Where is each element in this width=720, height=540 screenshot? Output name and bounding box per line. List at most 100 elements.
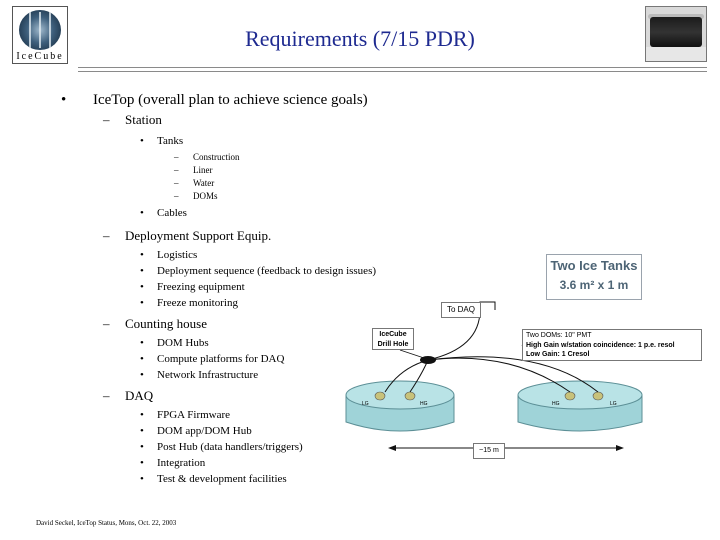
bullet-icon: •	[140, 265, 144, 277]
outline-item-label: Tanks	[157, 135, 184, 147]
outline-item-post-hub: •Post Hub (data handlers/triggers)	[125, 439, 435, 455]
outline-item-label: DOM app/DOM Hub	[157, 425, 252, 437]
bullet-icon: •	[140, 249, 144, 261]
outline-item-deployment: – Deployment Support Equip. •Logistics •…	[93, 228, 435, 311]
outline-item-counting-house: – Counting house • DOM Hubs • Compute plat…	[93, 316, 435, 383]
outline-item-label: Logistics	[157, 249, 198, 261]
outline-item-label: Liner	[193, 165, 213, 175]
doms-line-3: Low Gain: 1 Cresol	[526, 351, 590, 358]
outline-item-label: Freeze monitoring	[157, 297, 238, 309]
distance-arrow	[388, 445, 624, 451]
bullet-icon: •	[140, 297, 144, 309]
outline-item-label: Construction	[193, 152, 240, 162]
header-rule-top	[78, 67, 707, 68]
outline-item-label: Integration	[157, 457, 206, 469]
tank-photo	[645, 6, 707, 62]
outline-item-fpga: • FPGA Firmware	[125, 407, 435, 423]
outline-item-station: – Station • Tanks – Construction – Liner –…	[93, 112, 435, 221]
bullet-icon: •	[140, 409, 144, 421]
outline-item-tanks: • Tanks – Construction – Liner – Water – DOM…	[125, 133, 435, 203]
outline-item-doms: – DOMs	[157, 190, 435, 203]
dom-icon	[404, 391, 416, 401]
outline-item-freezing-equipment: • Freezing equipment	[125, 279, 435, 295]
header-rule-bottom	[78, 71, 707, 72]
outline-item-label: IceTop (overall plan to achieve science …	[93, 92, 368, 108]
outline-list: • IceTop (overall plan to achieve scienc…	[55, 92, 435, 487]
dash-icon: –	[103, 316, 110, 331]
outline-item-label: Network Infrastructure	[157, 369, 259, 381]
outline-item-dom-hubs: • DOM Hubs	[125, 335, 435, 351]
tank-pair-left: LG HG	[345, 380, 455, 432]
tank-pair-right: HG LG	[517, 380, 643, 432]
doms-line-2: High Gain w/station coincidence: 1 p.e. …	[526, 341, 675, 349]
outline-item-label: Water	[193, 178, 215, 188]
icecube-logo-art	[19, 10, 61, 50]
outline-item-label: Station	[125, 112, 162, 127]
drill-hole-line-1: IceCube	[379, 331, 407, 338]
outline-item-label: DOMs	[193, 191, 218, 201]
outline-item-label: Compute platforms for DAQ	[157, 353, 285, 365]
dash-icon: –	[174, 191, 179, 201]
dom-icon	[374, 391, 386, 401]
bullet-icon: •	[140, 425, 144, 437]
outline-item-test-dev: • Test & development facilities	[125, 471, 435, 487]
tank-label-lg-left: LG	[362, 401, 369, 407]
outline-item-label: DAQ	[125, 388, 154, 403]
bullet-icon: •	[140, 369, 144, 381]
outline-item-water: – Water	[157, 177, 435, 190]
bullet-icon: •	[140, 337, 144, 349]
outline-item-construction: – Construction	[157, 151, 435, 164]
outline-item-label: DOM Hubs	[157, 337, 209, 349]
dash-icon: –	[103, 388, 110, 403]
outline-item-liner: – Liner	[157, 164, 435, 177]
outline-item-label: Test & development facilities	[157, 473, 287, 485]
outline-item-label: Cables	[157, 207, 187, 219]
outline-item-integration: • Integration	[125, 455, 435, 471]
outline-item-network: • Network Infrastructure	[125, 367, 435, 383]
bullet-icon: •	[140, 135, 144, 147]
station-diagram: LG HG HG LG	[345, 301, 643, 451]
tanks-label-line-1: Two Ice Tanks	[550, 258, 638, 273]
outline-item-label: Deployment sequence (feedback to design …	[157, 265, 377, 277]
bullet-icon: •	[61, 92, 67, 108]
logo-text: IceCube	[16, 51, 64, 62]
outline-item-deployment-sequence: • Deployment sequence (feedback to design…	[125, 263, 435, 279]
drill-hole-line-2: Drill Hole	[377, 341, 409, 348]
tank-label-lg-right: LG	[610, 401, 617, 407]
doms-line-1: Two DOMs: 10" PMT	[526, 332, 592, 339]
outline-item-logistics: • Logistics	[125, 247, 435, 263]
icecube-logo: IceCube	[12, 6, 68, 64]
dash-icon: –	[174, 178, 179, 188]
dom-icon	[564, 391, 576, 401]
outline-item-label: Deployment Support Equip.	[125, 228, 272, 243]
tanks-label-line-2: 3.6 m² x 1 m	[559, 278, 629, 292]
doms-info-box: Two DOMs: 10" PMT High Gain w/station co…	[522, 329, 702, 361]
tank-label-hg-right: HG	[552, 401, 560, 407]
footer-credit: David Seckel, IceTop Status, Mons, Oct. …	[36, 519, 177, 527]
outline-item-cables: • Cables	[125, 205, 435, 221]
dom-icon	[592, 391, 604, 401]
outline-item-label: Freezing equipment	[157, 281, 245, 293]
bullet-icon: •	[140, 353, 144, 365]
drill-hole-pointer	[399, 349, 425, 359]
outline-item-label: Post Hub (data handlers/triggers)	[157, 441, 303, 453]
slide-title: Requirements (7/15 PDR)	[245, 26, 475, 51]
outline-item-daq: – DAQ •FPGA Firmware •DOM app/DOM Hub •P…	[93, 388, 435, 487]
dash-icon: –	[174, 165, 179, 175]
outline-item-compute-platforms: • Compute platforms for DAQ	[125, 351, 435, 367]
outline-item-dom-app: • DOM app/DOM Hub	[125, 423, 435, 439]
bullet-icon: •	[140, 207, 144, 219]
outline-item-freeze-monitoring: • Freeze monitoring	[125, 295, 435, 311]
to-daq-label: To DAQ	[441, 302, 481, 318]
drill-hole-label: IceCube Drill Hole	[372, 328, 414, 350]
tank-label-hg-left: HG	[420, 401, 428, 407]
dash-icon: –	[103, 112, 110, 127]
outline-item-label: FPGA Firmware	[157, 409, 231, 421]
outline-item-label: Counting house	[125, 316, 207, 331]
outline-item-icetop: • IceTop (overall plan to achieve scienc…	[55, 92, 435, 487]
distance-label: ~15 m	[473, 443, 505, 459]
dash-icon: –	[174, 152, 179, 162]
bullet-icon: •	[140, 281, 144, 293]
bullet-icon: •	[140, 457, 144, 469]
bullet-icon: •	[140, 473, 144, 485]
